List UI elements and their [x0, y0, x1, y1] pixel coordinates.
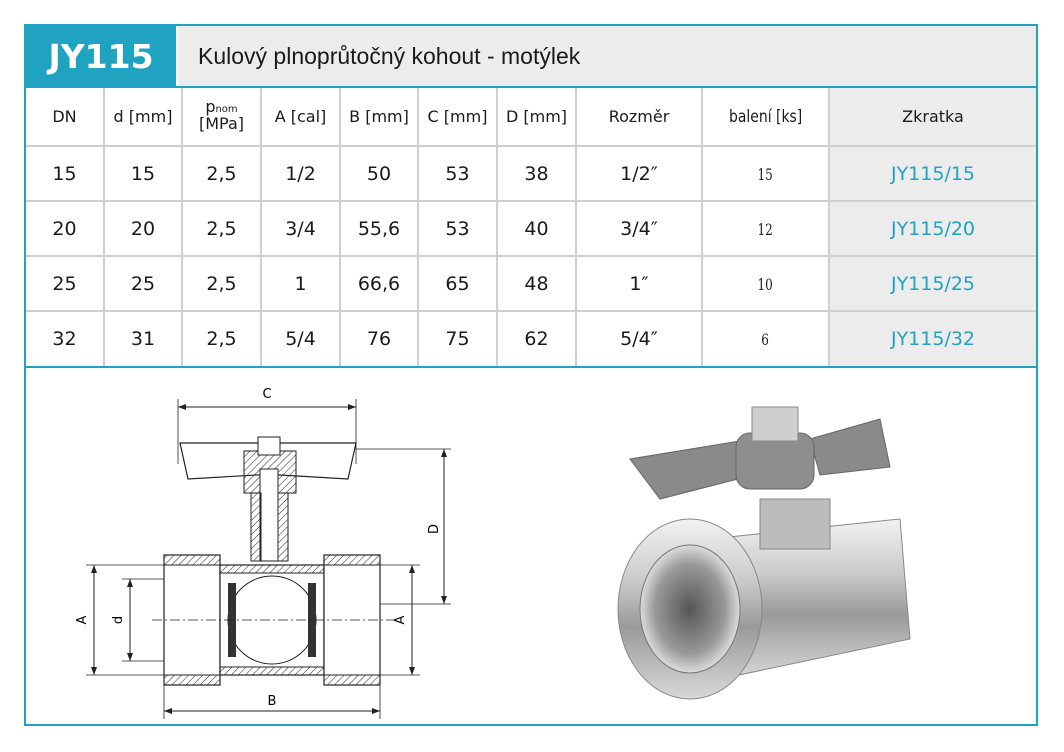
header-b: B [mm]: [340, 88, 419, 147]
cell-a: 1/2: [261, 146, 341, 202]
header-baleni: balení [ks]: [702, 88, 830, 147]
valve-body: [152, 554, 396, 686]
header-a: A [cal]: [261, 88, 341, 147]
cell-baleni: 12: [702, 201, 830, 257]
cell-rozmer: 5/4″: [576, 311, 703, 368]
cell-c: 65: [418, 256, 498, 312]
header-c: C [mm]: [418, 88, 498, 147]
label-a-right: A: [393, 615, 408, 624]
product-title: Kulový plnoprůtočný kohout - motýlek: [178, 26, 1036, 86]
handle-icon: [629, 406, 891, 500]
cell-rozmer: 1″: [576, 256, 703, 312]
dimension-a-left: A: [75, 564, 164, 676]
cell-p: 2,5: [182, 146, 262, 202]
product-sheet: JY115 Kulový plnoprůtočný kohout - motýl…: [24, 24, 1038, 726]
technical-drawing: C D: [75, 387, 451, 719]
cell-dd: 38: [497, 146, 577, 202]
cell-zkratka: JY115/32: [829, 311, 1036, 368]
table-row: 15 15 2,5 1/2 50 53 38 1/2″ 15 JY115/15: [26, 146, 1036, 202]
label-a-left: A: [75, 615, 90, 624]
cell-b: 55,6: [340, 201, 419, 257]
header-d: d [mm]: [104, 88, 183, 147]
valve-photo: [617, 406, 911, 700]
cell-d: 20: [104, 201, 183, 257]
cell-p: 2,5: [182, 201, 262, 257]
cell-zkratka: JY115/15: [829, 146, 1036, 202]
cell-d: 25: [104, 256, 183, 312]
header: JY115 Kulový plnoprůtočný kohout - motýl…: [26, 26, 1036, 88]
label-d-small: d: [111, 616, 126, 624]
cell-b: 50: [340, 146, 419, 202]
cell-a: 3/4: [261, 201, 341, 257]
table-row: 25 25 2,5 1 66,6 65 48 1″ 10 JY115/25: [26, 256, 1036, 312]
cell-d: 31: [104, 311, 183, 368]
cell-dn: 20: [26, 201, 105, 257]
cell-dd: 62: [497, 311, 577, 368]
cell-p: 2,5: [182, 256, 262, 312]
cell-a: 1: [261, 256, 341, 312]
cell-c: 75: [418, 311, 498, 368]
cell-zkratka: JY115/25: [829, 256, 1036, 312]
cell-b: 66,6: [340, 256, 419, 312]
dimension-d-small: d: [111, 578, 164, 662]
cell-rozmer: 1/2″: [576, 146, 703, 202]
cell-dn: 25: [26, 256, 105, 312]
cell-c: 53: [418, 146, 498, 202]
table-row: 20 20 2,5 3/4 55,6 53 40 3/4″ 12 JY115/2…: [26, 201, 1036, 257]
cell-c: 53: [418, 201, 498, 257]
cell-dd: 48: [497, 256, 577, 312]
dimension-c: C: [177, 387, 357, 464]
header-dd: D [mm]: [497, 88, 577, 147]
cell-d: 15: [104, 146, 183, 202]
label-d: D: [427, 524, 442, 534]
header-rozmer: Rozměr: [576, 88, 703, 147]
header-pnom: pnom[MPa]: [182, 88, 262, 147]
dimension-b: B: [163, 685, 381, 719]
cell-baleni: 6: [702, 311, 830, 368]
cell-dn: 15: [26, 146, 105, 202]
cell-dd: 40: [497, 201, 577, 257]
cell-rozmer: 3/4″: [576, 201, 703, 257]
product-code: JY115: [26, 26, 178, 86]
dimension-a-right: A: [380, 564, 420, 676]
cell-baleni: 10: [702, 256, 830, 312]
header-zkratka: Zkratka: [829, 88, 1036, 147]
cell-b: 76: [340, 311, 419, 368]
label-b: B: [268, 694, 277, 709]
cell-dn: 32: [26, 311, 105, 368]
cell-p: 2,5: [182, 311, 262, 368]
spec-table: DN d [mm] pnom[MPa] A [cal] B [mm] C [mm…: [26, 88, 1036, 368]
header-dn: DN: [26, 88, 105, 147]
cell-a: 5/4: [261, 311, 341, 368]
drawings-area: C D: [26, 369, 1036, 724]
table-header-row: DN d [mm] pnom[MPa] A [cal] B [mm] C [mm…: [26, 88, 1036, 147]
table-row: 32 31 2,5 5/4 76 75 62 5/4″ 6 JY115/32: [26, 311, 1036, 368]
cell-baleni: 15: [702, 146, 830, 202]
cell-zkratka: JY115/20: [829, 201, 1036, 257]
label-c: C: [262, 387, 271, 402]
